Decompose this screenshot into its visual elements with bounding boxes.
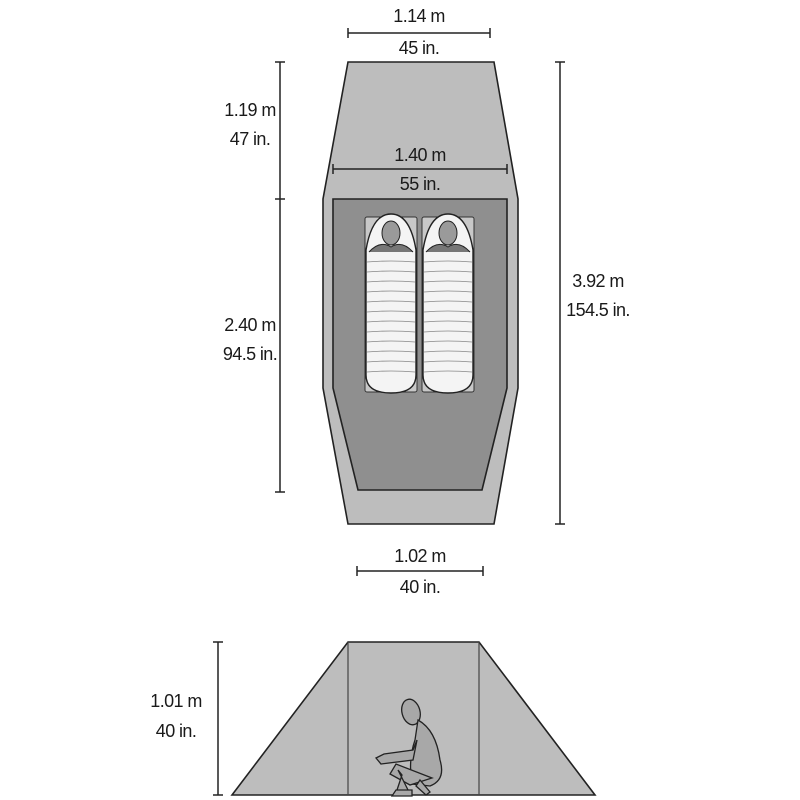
sleeping-bag-stripe — [423, 290, 473, 293]
sleeping-pad-left — [364, 213, 418, 394]
peak-height-metric: 1.01 m — [150, 691, 201, 711]
sleeping-bag-stripe — [366, 270, 416, 273]
floor-length-imperial: 94.5 in. — [223, 344, 277, 364]
sleeping-pad-right — [421, 213, 475, 394]
tent-floor — [332, 198, 508, 491]
vestibule-length-imperial: 47 in. — [230, 129, 270, 149]
bottom-width-imperial: 40 in. — [400, 577, 440, 597]
sleeping-bag-stripe — [423, 300, 473, 303]
sleeping-bag-stripe — [423, 350, 473, 353]
top-width-metric: 1.14 m — [393, 6, 444, 26]
sleeping-bag-stripe — [366, 310, 416, 313]
tent-top-view — [322, 61, 519, 525]
sleeping-bag-stripe — [366, 290, 416, 293]
sleeping-bag-stripe — [366, 350, 416, 353]
dimension-floor-length: 2.40 m 94.5 in. — [223, 198, 285, 493]
max-width-metric: 1.40 m — [394, 145, 445, 165]
dimension-vestibule-length: 1.19 m 47 in. — [224, 61, 285, 199]
vestibule-length-metric: 1.19 m — [224, 100, 275, 120]
sleeping-bag-stripe — [366, 360, 416, 363]
max-width-imperial: 55 in. — [400, 174, 440, 194]
peak-height-imperial: 40 in. — [156, 721, 196, 741]
dimension-peak-height: 1.01 m 40 in. — [150, 641, 223, 796]
total-length-metric: 3.92 m — [572, 271, 623, 291]
top-width-imperial: 45 in. — [399, 38, 439, 58]
floor-length-metric: 2.40 m — [224, 315, 275, 335]
sleeping-bag-stripe — [423, 280, 473, 283]
sleeping-bag-stripe — [366, 370, 416, 373]
sleeping-bag-stripe — [423, 320, 473, 323]
sleeping-bag-stripe — [366, 320, 416, 323]
sleeping-bag-right — [422, 213, 474, 394]
sleeping-bag-stripe — [366, 260, 416, 263]
dimension-bottom-width: 1.02 m 40 in. — [356, 546, 484, 597]
person-head-icon — [438, 220, 458, 246]
sleeping-bag-stripe — [366, 330, 416, 333]
sleeping-bag-stripe — [423, 340, 473, 343]
dimension-total-length: 3.92 m 154.5 in. — [555, 61, 630, 525]
sleeping-bag-stripe — [423, 260, 473, 263]
person-head-icon — [381, 220, 401, 246]
sleeping-bag-left — [365, 213, 417, 394]
sleeping-bag-stripe — [366, 340, 416, 343]
sleeping-bag-stripe — [423, 370, 473, 373]
tent-side-view — [230, 641, 597, 797]
crouching-person-icon — [374, 698, 443, 797]
total-length-imperial: 154.5 in. — [566, 300, 630, 320]
dimension-max-width: 1.40 m 55 in. — [332, 145, 508, 194]
sleeping-bag-stripe — [423, 360, 473, 363]
bottom-width-metric: 1.02 m — [394, 546, 445, 566]
sleeping-bag-stripe — [423, 270, 473, 273]
sleeping-bag-stripe — [366, 300, 416, 303]
dimension-top-width: 1.14 m 45 in. — [347, 6, 491, 58]
sleeping-bag-stripe — [366, 280, 416, 283]
sleeping-bag-stripe — [423, 310, 473, 313]
sleeping-bag-stripe — [423, 330, 473, 333]
